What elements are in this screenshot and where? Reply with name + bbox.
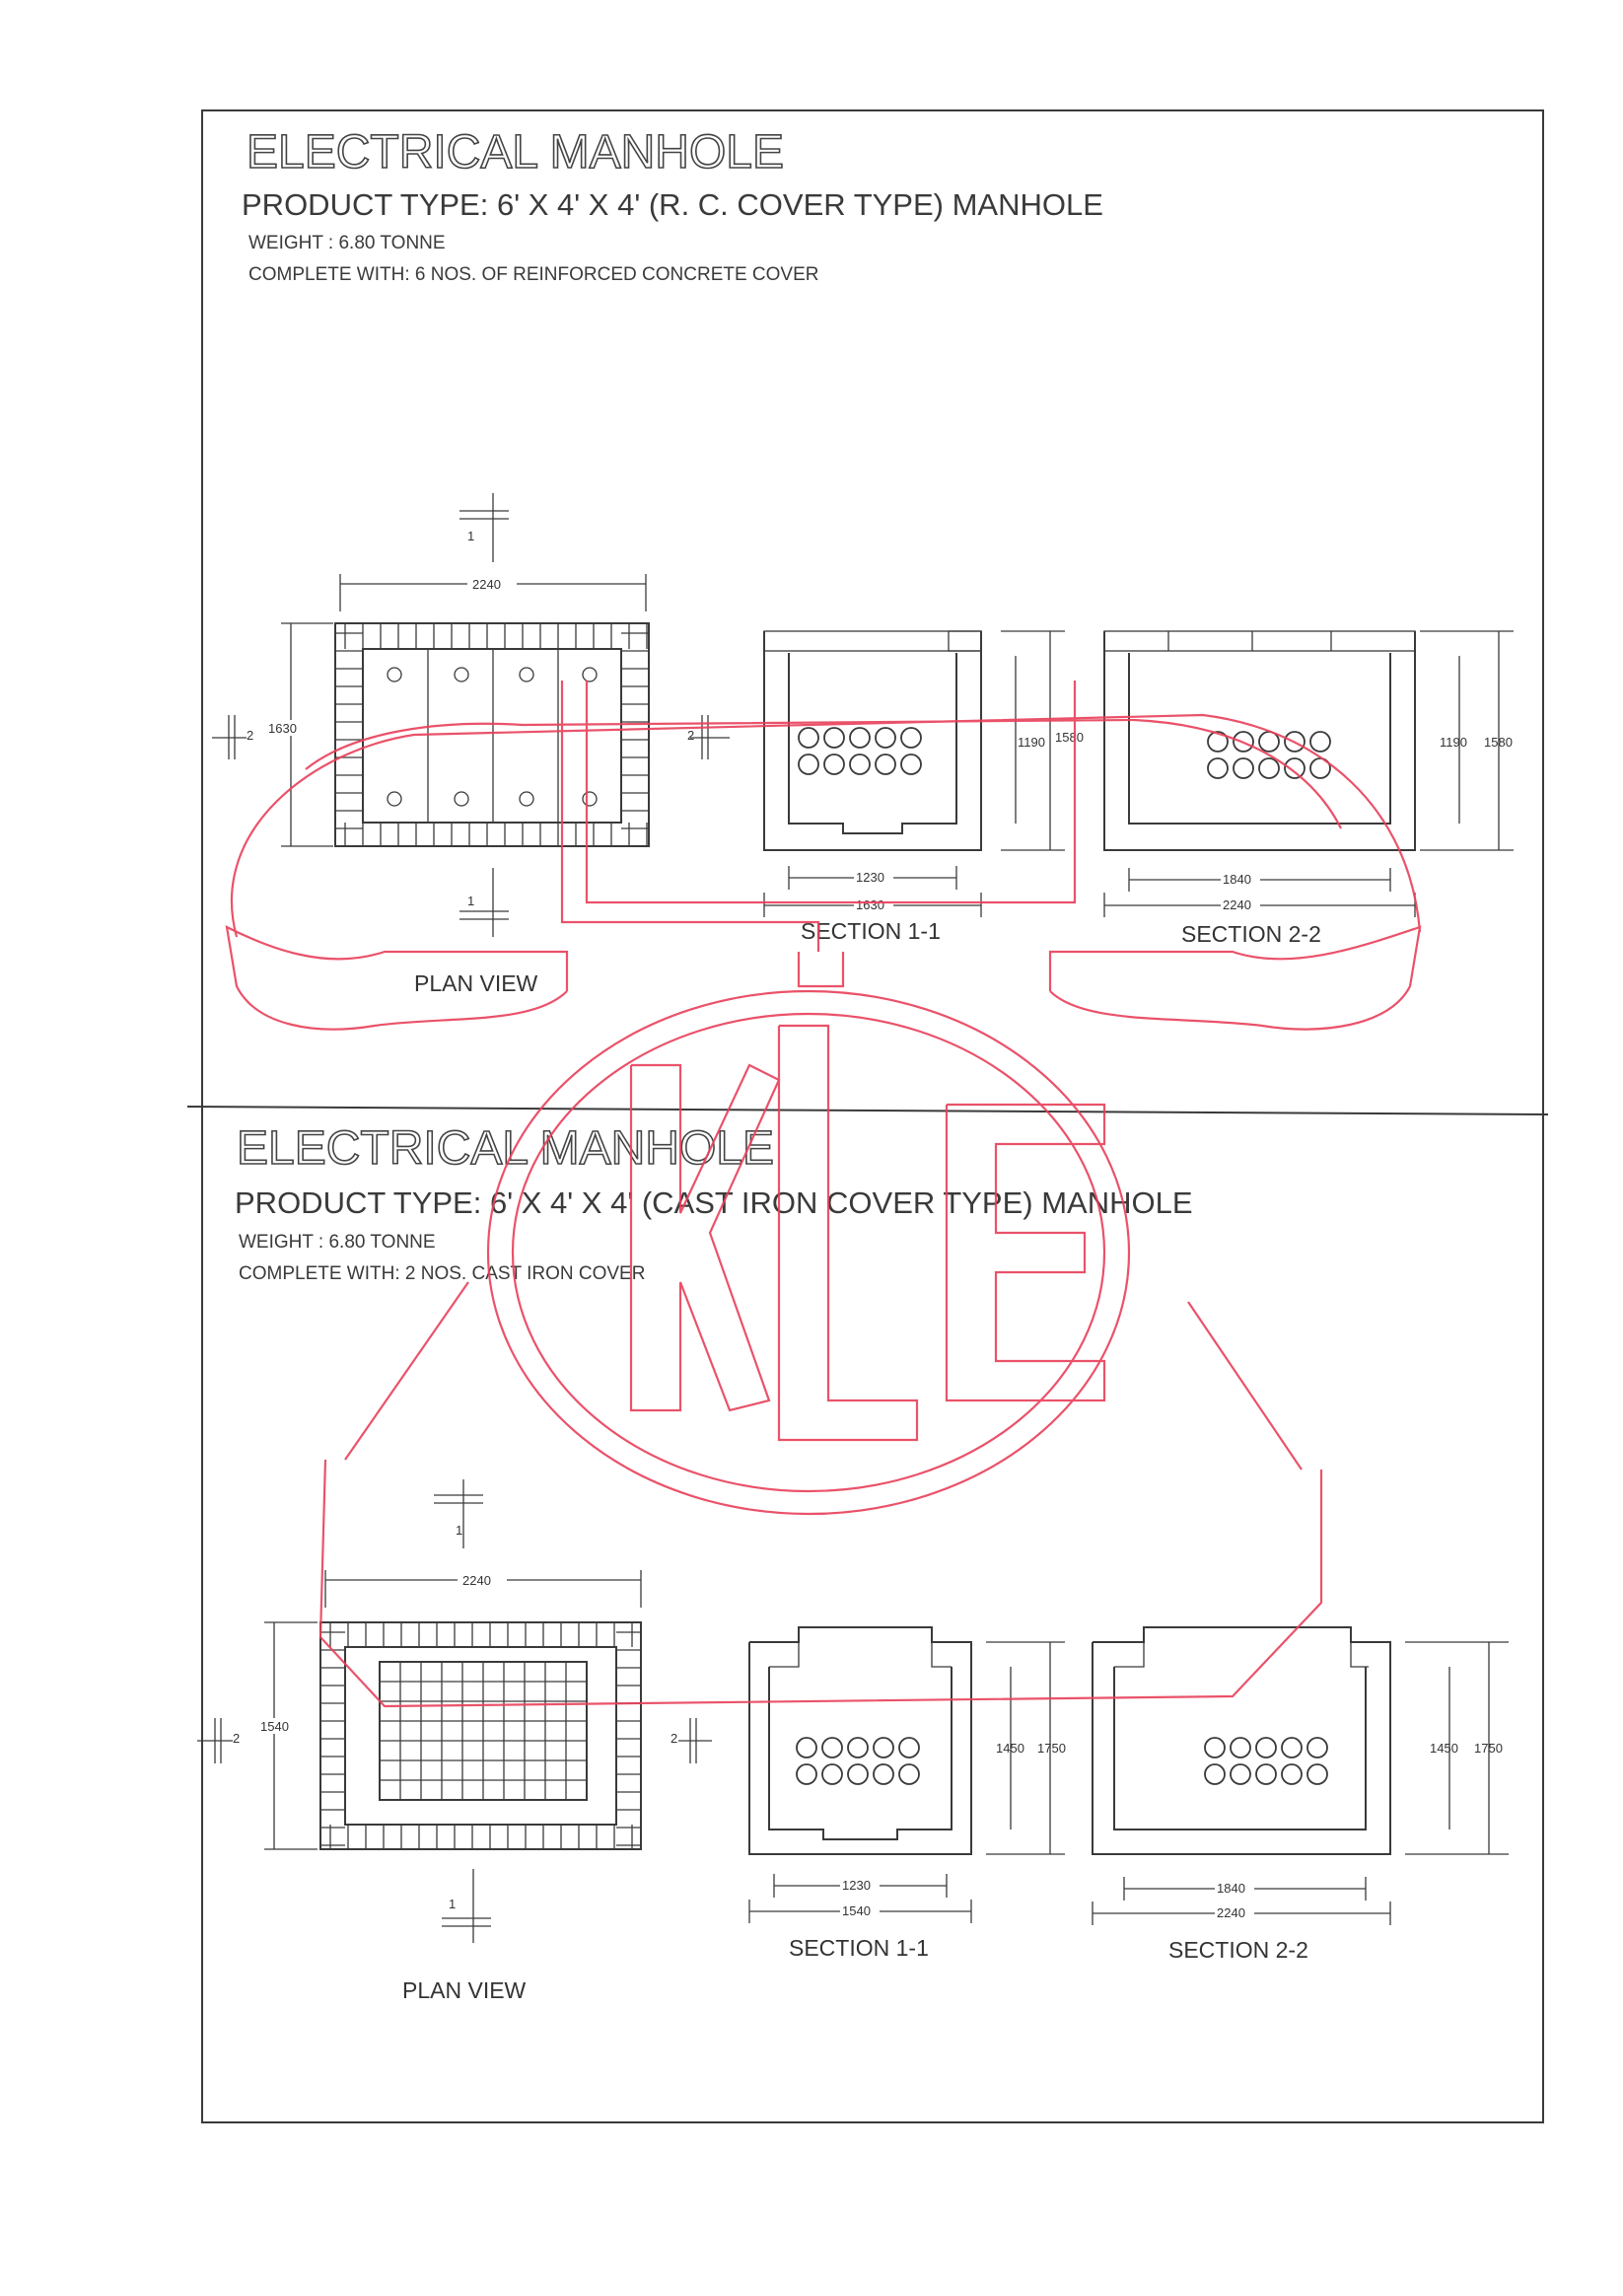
top-title: ELECTRICAL MANHOLE (247, 126, 784, 179)
bottom-plan-outer (319, 1621, 642, 1850)
duct-hole (1233, 731, 1254, 753)
duct-hole (796, 1737, 817, 1758)
duct-hole (1204, 1763, 1226, 1785)
bottom-plan-width: 2240 (462, 1573, 491, 1588)
duct-hole (798, 753, 819, 775)
duct-hole (1204, 1737, 1226, 1758)
top-section-1-1: 1190 1580 1230 1630 SECTION 1-1 (763, 630, 1084, 944)
top-plan-outer (334, 622, 650, 847)
top-plan-height: 1630 (268, 721, 297, 736)
duct-hole (847, 1737, 869, 1758)
duct-hole (1284, 757, 1305, 779)
duct-hole (821, 1763, 843, 1785)
top-s2-inner: 1840 (1223, 872, 1251, 887)
duct-hole (1233, 757, 1254, 779)
top-s2-outer: 2240 (1223, 897, 1251, 912)
top-plan-label: PLAN VIEW (414, 970, 538, 996)
bottom-complete-with: COMPLETE WITH: 2 NOS. CAST IRON COVER (239, 1263, 645, 1284)
bottom-s1-h2: 1750 (1037, 1741, 1066, 1756)
duct-hole (849, 727, 871, 749)
top-s1-h1: 1190 (1018, 735, 1045, 750)
duct-hole (1281, 1763, 1303, 1785)
kle-watermark-logo (225, 681, 1422, 1708)
top-plan-view: 1 2240 1630 2 2 (212, 493, 730, 996)
top-plan-marker-2-right: 2 (687, 728, 694, 743)
duct-hole (798, 727, 819, 749)
top-plan-marker-1: 1 (467, 529, 474, 543)
bottom-product-type: PRODUCT TYPE: 6' X 4' X 4' (CAST IRON CO… (235, 1185, 1193, 1220)
bottom-plan-marker-1-bottom: 1 (449, 1897, 456, 1911)
section-divider (186, 1106, 1549, 1115)
bottom-plan-marker-2-left: 2 (233, 1731, 240, 1746)
top-plan-marker-2-left: 2 (247, 728, 253, 743)
duct-hole (873, 1737, 894, 1758)
bottom-plan-label: PLAN VIEW (402, 1977, 527, 2003)
top-s1-inner: 1230 (856, 870, 884, 885)
bottom-s1-inner: 1230 (842, 1878, 871, 1893)
top-complete-with: COMPLETE WITH: 6 NOS. OF REINFORCED CONC… (248, 264, 819, 285)
bottom-plan-view: 1 2240 1540 2 2 1 PLAN VIEW (197, 1479, 712, 2003)
duct-hole (849, 753, 871, 775)
duct-hole (1284, 731, 1305, 753)
duct-hole (1255, 1763, 1277, 1785)
bottom-section-1-1: 1450 1750 1230 1540 SECTION 1-1 (748, 1626, 1066, 1961)
top-weight: WEIGHT : 6.80 TONNE (248, 233, 446, 253)
top-product-type: PRODUCT TYPE: 6' X 4' X 4' (R. C. COVER … (242, 187, 1103, 222)
duct-hole (900, 727, 922, 749)
duct-hole (1258, 757, 1280, 779)
duct-hole (1230, 1737, 1251, 1758)
duct-hole (823, 727, 845, 749)
duct-hole (796, 1763, 817, 1785)
top-section2-label: SECTION 2-2 (1181, 921, 1321, 947)
bottom-s2-outer: 2240 (1217, 1905, 1245, 1920)
bottom-section1-label: SECTION 1-1 (789, 1935, 929, 1961)
top-s1-h2: 1580 (1055, 730, 1084, 745)
duct-hole (1281, 1737, 1303, 1758)
duct-hole (1207, 757, 1229, 779)
top-section-2-2: 1190 1580 1840 2240 SECTION 2-2 (1103, 630, 1514, 947)
top-s1-outer: 1630 (856, 897, 884, 912)
bottom-section2-label: SECTION 2-2 (1168, 1937, 1308, 1963)
duct-hole (1255, 1737, 1277, 1758)
bottom-s2-h2: 1750 (1474, 1741, 1503, 1756)
duct-hole (1309, 731, 1331, 753)
duct-hole (898, 1763, 920, 1785)
top-plan-width: 2240 (472, 577, 501, 592)
bottom-plan-marker-2-right: 2 (670, 1731, 677, 1746)
duct-hole (1230, 1763, 1251, 1785)
duct-hole (1306, 1763, 1328, 1785)
top-s2-h2: 1580 (1484, 735, 1513, 750)
sheet-border (201, 109, 1544, 2123)
bottom-plan-height: 1540 (260, 1719, 289, 1734)
duct-hole (847, 1763, 869, 1785)
duct-hole (821, 1737, 843, 1758)
bottom-section-2-2: 1450 1750 1840 2240 SECTION 2-2 (1092, 1626, 1509, 1963)
top-s2-h1: 1190 (1440, 735, 1467, 750)
duct-hole (823, 753, 845, 775)
duct-hole (898, 1737, 920, 1758)
bottom-s1-outer: 1540 (842, 1903, 871, 1918)
duct-hole (1207, 731, 1229, 753)
duct-hole (1306, 1737, 1328, 1758)
bottom-s2-h1: 1450 (1430, 1741, 1458, 1756)
duct-hole (900, 753, 922, 775)
top-section1-label: SECTION 1-1 (801, 918, 941, 944)
bottom-plan-marker-1: 1 (456, 1523, 462, 1538)
duct-hole (875, 753, 896, 775)
duct-hole (873, 1763, 894, 1785)
bottom-s2-inner: 1840 (1217, 1881, 1245, 1896)
bottom-s1-h1: 1450 (996, 1741, 1024, 1756)
bottom-weight: WEIGHT : 6.80 TONNE (239, 1232, 436, 1253)
top-plan-marker-1-bottom: 1 (467, 894, 474, 908)
duct-hole (875, 727, 896, 749)
